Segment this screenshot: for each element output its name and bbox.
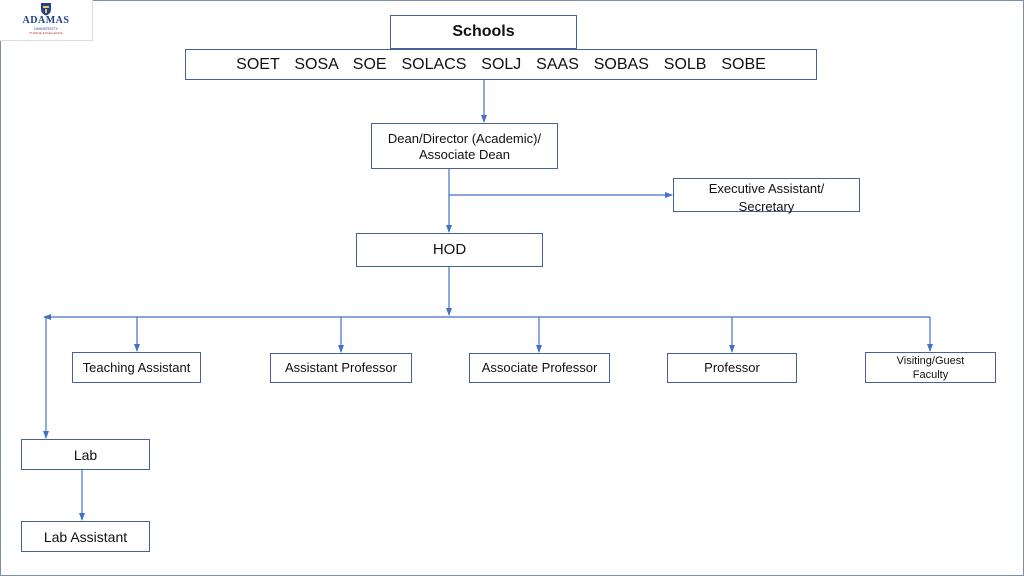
logo-subtitle: UNIVERSITY xyxy=(33,26,58,31)
associate-professor-label: Associate Professor xyxy=(481,360,598,375)
schools-label: Schools xyxy=(452,23,515,40)
school-list-box: SOET SOSA SOE SOLACS SOLJ SAAS SOBAS SOL… xyxy=(185,49,817,80)
lab-assistant-label: Lab Assistant xyxy=(43,528,128,545)
associate-professor-box: Associate Professor xyxy=(469,353,610,383)
visiting-faculty-label-line2: Faculty xyxy=(912,368,949,381)
hod-label: HOD xyxy=(432,241,467,258)
teaching-assistant-label: Teaching Assistant xyxy=(82,359,191,375)
logo-area: ADAMAS UNIVERSITY PURSUE EXCELLENCE xyxy=(0,0,93,41)
schools-box: Schools xyxy=(390,15,577,49)
crest-icon xyxy=(41,3,51,16)
lab-assistant-box: Lab Assistant xyxy=(21,521,150,552)
executive-assistant-label-line1: Executive Assistant/ xyxy=(708,181,825,196)
adamas-university-logo: ADAMAS UNIVERSITY PURSUE EXCELLENCE xyxy=(22,2,70,38)
lab-box: Lab xyxy=(21,439,150,470)
dean-label-line1: Dean/Director (Academic)/ xyxy=(387,131,542,146)
teaching-assistant-box: Teaching Assistant xyxy=(72,352,201,383)
visiting-faculty-box: Visiting/Guest Faculty xyxy=(865,352,996,383)
professor-box: Professor xyxy=(667,353,797,383)
executive-assistant-box: Executive Assistant/ Secretary xyxy=(673,178,860,214)
logo-tagline: PURSUE EXCELLENCE xyxy=(29,31,63,35)
professor-label: Professor xyxy=(704,360,760,375)
school-list-label: SOET SOSA SOE SOLACS SOLJ SAAS SOBAS SOL… xyxy=(236,55,766,73)
assistant-professor-box: Assistant Professor xyxy=(270,353,412,383)
dean-label-line2: Associate Dean xyxy=(418,147,511,162)
visiting-faculty-label-line1: Visiting/Guest xyxy=(896,354,965,367)
hod-box: HOD xyxy=(356,233,543,267)
logo-brand: ADAMAS xyxy=(22,15,70,26)
assistant-professor-label: Assistant Professor xyxy=(285,360,397,375)
lab-label: Lab xyxy=(73,446,98,463)
executive-assistant-label-line2: Secretary xyxy=(738,199,795,214)
dean-box: Dean/Director (Academic)/ Associate Dean xyxy=(371,123,558,169)
